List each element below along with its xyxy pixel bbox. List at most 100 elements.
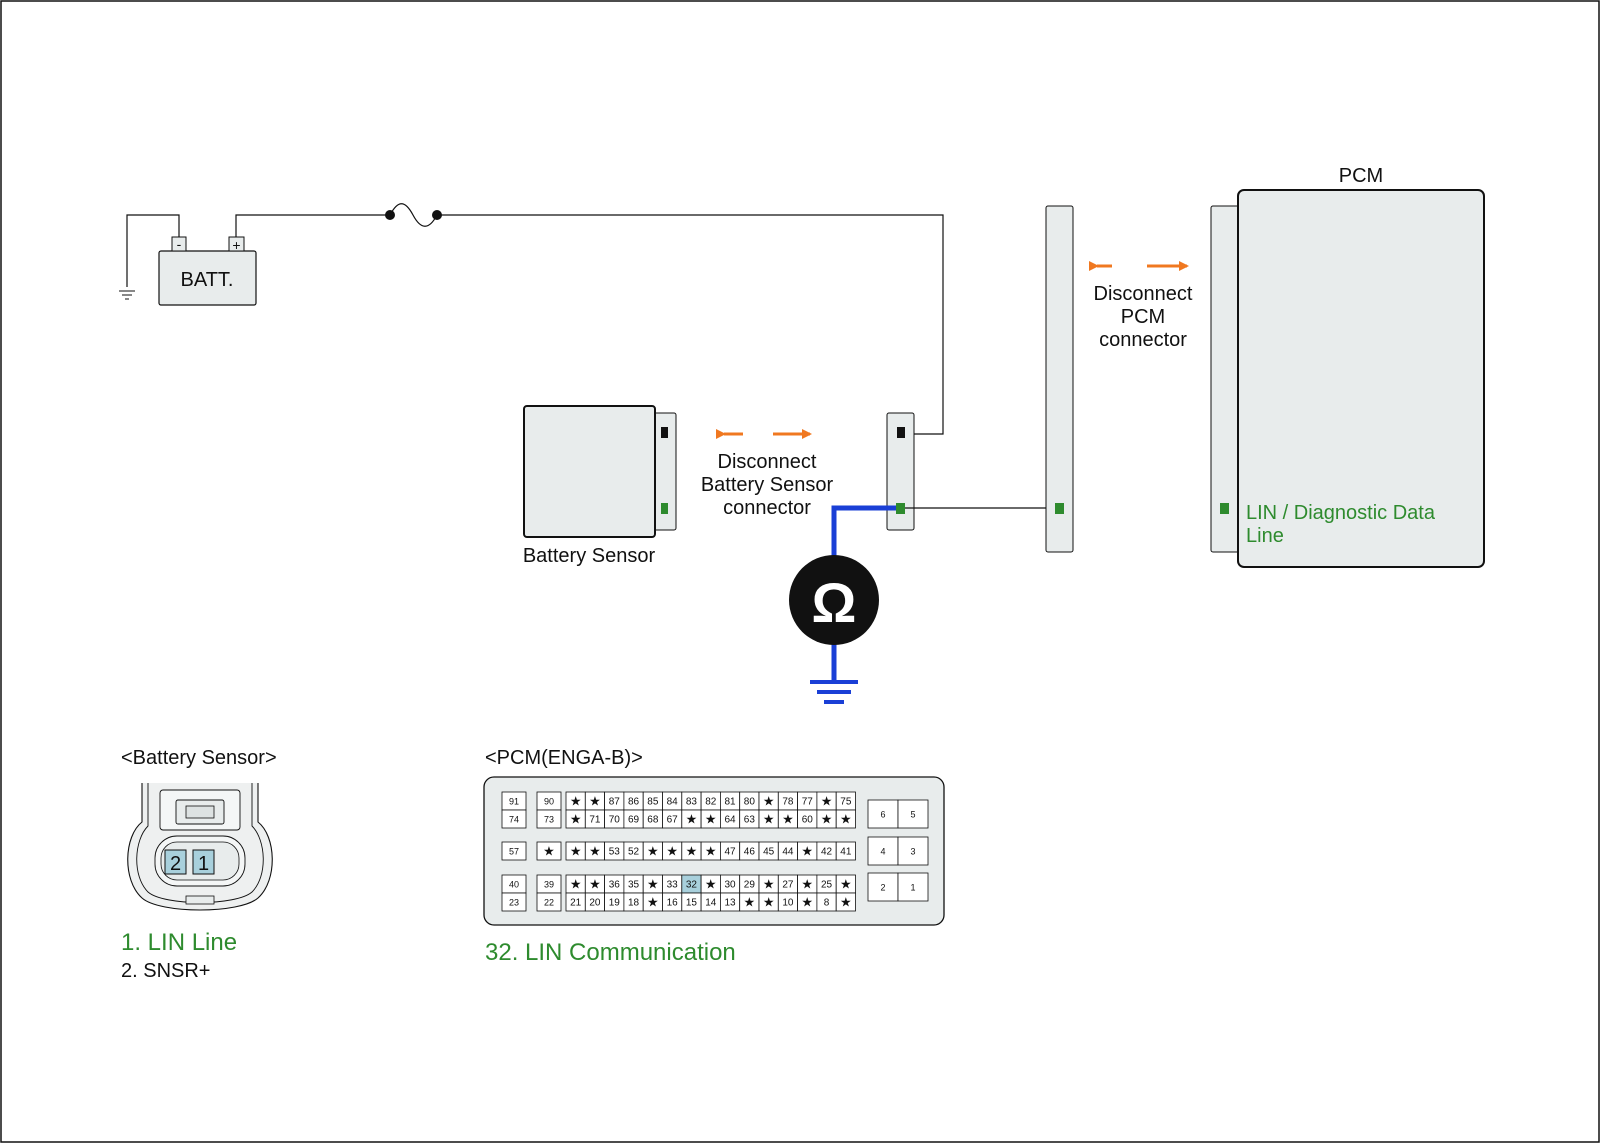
battery-negative-sign: - — [177, 236, 182, 252]
battery-ground-wire — [126, 214, 180, 287]
pcm-pin-right-2-1: 1 — [910, 883, 915, 893]
pcm-pin-left-1-1-cell — [536, 809, 562, 829]
pcm-pin-main-2-2: 53 — [609, 847, 621, 858]
pcm-pin-left-1-1: 73 — [544, 815, 554, 825]
pcm-pin-main-1-5: 67 — [667, 815, 679, 826]
pcm-pin-main-4-13: 8 — [824, 898, 830, 909]
pcm-pin-main-2-7: ★ — [705, 844, 717, 859]
pcm-pin-main-3-4: ★ — [647, 877, 659, 892]
pcm-pin-right-1-1: 3 — [910, 847, 915, 857]
pcm-pin-main-0-12: 77 — [802, 797, 814, 808]
pcm-pin-lin — [1220, 503, 1229, 514]
battery-positive-wire — [235, 214, 390, 237]
battery-sensor-pin-lin — [661, 503, 668, 514]
pcm-pin-main-3-10: ★ — [763, 877, 775, 892]
disconnect-pcm-line2: PCM — [1121, 306, 1165, 328]
pcm-pin-main-1-6: ★ — [686, 812, 698, 827]
pcm-pin-main-1-2: 70 — [609, 815, 621, 826]
ohmmeter-lead-top — [831, 505, 896, 570]
harness-pin-power — [897, 427, 905, 438]
battery-sensor-connector-title: <Battery Sensor> — [121, 747, 277, 769]
pcm-pin-main-1-7: ★ — [705, 812, 717, 827]
pcm-harness-connector — [1045, 205, 1074, 553]
pcm-pin-main-2-3: 52 — [628, 847, 640, 858]
pcm-pin-main-4-5: 16 — [667, 898, 679, 909]
battery-sensor-connector-face: 2 1 — [127, 783, 273, 911]
battery-sensor-pin-snsr — [661, 427, 668, 438]
pcm-title: PCM — [1339, 165, 1383, 187]
pcm-pin-main-0-0: ★ — [570, 794, 582, 809]
pcm-pin-main-0-3: 86 — [628, 797, 640, 808]
pcm-pin-main-2-13: 42 — [821, 847, 833, 858]
pcm-pin-main-4-7: 14 — [705, 898, 717, 909]
pcm-pin-main-4-4: ★ — [647, 895, 659, 910]
pcm-pin-main-1-8: 64 — [724, 815, 736, 826]
pcm-pin-right-0-0-cell — [867, 799, 899, 829]
pcm-pin-main-2-11: 44 — [782, 847, 794, 858]
pcm-pin-main-1-13: ★ — [821, 812, 833, 827]
pcm-pin-main-3-8: 30 — [724, 880, 736, 891]
pcm-pin-main-2-4: ★ — [647, 844, 659, 859]
pcm-lin-label-line2: Line — [1246, 525, 1284, 547]
pcm-pin-left-4-0-cell — [501, 892, 527, 912]
bs-pin-2 — [164, 849, 187, 875]
ohmmeter-icon: Ω — [789, 555, 879, 645]
pcm-pin-main-3-11: 27 — [782, 880, 794, 891]
bs-pin-2-label: 2 — [170, 853, 181, 875]
pcm-pin-main-0-4: 85 — [647, 797, 659, 808]
pcm-pin-right-1-1-cell — [897, 836, 929, 866]
pcm-pin-main-1-12: 60 — [802, 815, 814, 826]
ground-icon — [119, 290, 135, 300]
pcm-pin-left-2-1-cell — [536, 841, 562, 861]
pcm-pin-main-2-14: 41 — [840, 847, 852, 858]
battery-sensor-label: Battery Sensor — [523, 545, 656, 567]
pcm-pin-right-2-0: 2 — [880, 883, 885, 893]
pcm-pin-main-2-5: ★ — [666, 844, 678, 859]
pcm-pin-main-0-8: 81 — [724, 797, 736, 808]
pcm-body — [1237, 189, 1485, 568]
pcm-pin-main-0-11: 78 — [782, 797, 794, 808]
pcm-pin-main-4-2: 19 — [609, 898, 621, 909]
pcm-lin-label-line1: LIN / Diagnostic Data — [1246, 502, 1436, 524]
pcm-pin-left-2-0: 57 — [509, 847, 519, 857]
disconnect-bs-line2: Battery Sensor — [701, 474, 834, 496]
pcm-pin-main-2-10: 45 — [763, 847, 775, 858]
pcm-pin-main-4-1: 20 — [589, 898, 601, 909]
pcm-pin-left-0-0: 91 — [509, 797, 519, 807]
pcm-connector-title: <PCM(ENGA-B)> — [485, 747, 643, 769]
pcm-pin-left-2-1: ★ — [543, 844, 555, 859]
battery-sensor-body — [523, 405, 656, 538]
pcm-pin-main-3-0: ★ — [570, 877, 582, 892]
pcm-pin-left-4-1: 22 — [544, 898, 554, 908]
fused-power-wire — [437, 214, 944, 435]
disconnect-pcm-line1: Disconnect — [1094, 283, 1193, 305]
pcm-pin-main-3-7: ★ — [705, 877, 717, 892]
pcm-pin-main-0-7: 82 — [705, 797, 717, 808]
disconnect-bs-line3: connector — [723, 497, 811, 519]
pcm-pin-main-0-1: ★ — [589, 794, 601, 809]
pcm-pin-right-1-0: 4 — [880, 847, 885, 857]
pcm-pin-main-4-14-cell — [835, 892, 856, 912]
pcm-pin-left-2-0-cell — [501, 841, 527, 861]
pcm-pin-main-1-10: ★ — [763, 812, 775, 827]
pcm-module: PCM LIN / Diagnostic Data Line — [1210, 165, 1485, 568]
pcm-pin-main-1-9: 63 — [744, 815, 756, 826]
pcm-pin-main-3-3: 35 — [628, 880, 640, 891]
pcm-pin-main-1-1: 71 — [589, 815, 601, 826]
harness-pin-lin — [896, 503, 905, 514]
battery-label: BATT. — [181, 269, 234, 291]
pcm-pin-main-4-10: ★ — [763, 895, 775, 910]
pcm-pin-main-0-6: 83 — [686, 797, 698, 808]
disconnect-pcm-line3: connector — [1099, 329, 1187, 351]
pcm-pin-main-2-9: 46 — [744, 847, 756, 858]
fuse-icon — [385, 203, 442, 227]
pcm-pin-main-2-14-cell — [835, 841, 856, 861]
pcm-pin-main-4-3: 18 — [628, 898, 640, 909]
pcm-pin-main-1-4: 68 — [647, 815, 659, 826]
pcm-pin-main-1-14: ★ — [840, 812, 852, 827]
pcm-pin-main-3-2: 36 — [609, 880, 621, 891]
pcm-pin-main-0-5: 84 — [667, 797, 679, 808]
pcm-pin-main-1-0: ★ — [570, 812, 582, 827]
pcm-pin-left-3-1: 39 — [544, 880, 554, 890]
